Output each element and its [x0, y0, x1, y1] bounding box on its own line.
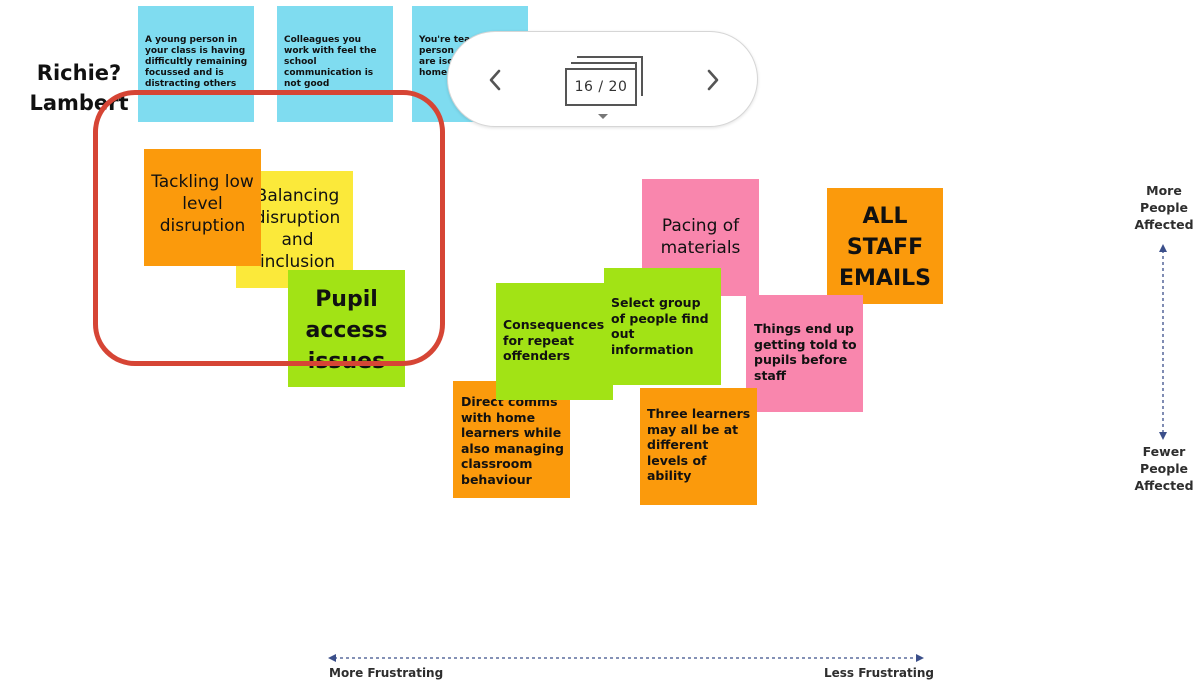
- x-axis-right-label: Less Frustrating: [824, 666, 935, 680]
- note-text: Direct comms with home learners while al…: [461, 394, 564, 487]
- x-axis-left-label: More Frustrating: [329, 666, 444, 680]
- sticky-note-told-pupils-first[interactable]: Things end up getting told to pupils bef…: [746, 295, 863, 412]
- name-line-1: Richie?: [36, 61, 122, 85]
- y-axis-top-label: More People Affected: [1134, 183, 1194, 232]
- chevron-left-icon: [489, 69, 501, 91]
- sticky-note-distracting-pupil[interactable]: A young person in your class is having d…: [138, 6, 254, 122]
- slide-stack-icon: [577, 56, 643, 96]
- caret-down-icon: [598, 114, 608, 119]
- sticky-note-school-communication[interactable]: Colleagues you work with feel the school…: [277, 6, 393, 122]
- slide-counter[interactable]: 16 / 20: [565, 54, 649, 106]
- slide-pager: 16 / 20: [447, 31, 758, 127]
- y-axis-arrow: [1159, 244, 1167, 440]
- slide-counter-text: 16 / 20: [565, 68, 637, 106]
- sticky-note-consequences[interactable]: Consequences for repeat offenders: [496, 283, 613, 400]
- highlight-outline: [93, 90, 445, 366]
- note-text: Select group of people find out informat…: [611, 295, 709, 357]
- note-text: Balancing disruption and inclusion: [254, 186, 341, 272]
- y-axis-bottom-label: Fewer People Affected: [1134, 444, 1194, 493]
- note-text: Pacing of materials: [660, 216, 741, 258]
- note-text: Things end up getting told to pupils bef…: [754, 321, 857, 383]
- note-text: Consequences for repeat offenders: [503, 317, 605, 364]
- sticky-note-select-group[interactable]: Select group of people find out informat…: [604, 268, 721, 385]
- note-text: ALL STAFF EMAILS: [839, 204, 931, 291]
- previous-slide-button[interactable]: [480, 62, 510, 98]
- next-slide-button[interactable]: [698, 62, 728, 98]
- note-text: Tackling low level disruption: [151, 172, 254, 236]
- sticky-note-tackling-disruption[interactable]: Tackling low level disruption: [144, 149, 261, 266]
- chevron-right-icon: [707, 69, 719, 91]
- note-text: Colleagues you work with feel the school…: [284, 35, 377, 89]
- sticky-note-three-learners[interactable]: Three learners may all be at different l…: [640, 388, 757, 505]
- note-text: Three learners may all be at different l…: [647, 406, 751, 484]
- note-text: A young person in your class is having d…: [145, 35, 248, 89]
- x-axis-arrow: [328, 654, 924, 662]
- sticky-note-direct-comms[interactable]: Direct comms with home learners while al…: [453, 381, 570, 498]
- sticky-note-all-staff-emails[interactable]: ALL STAFF EMAILS: [827, 188, 943, 304]
